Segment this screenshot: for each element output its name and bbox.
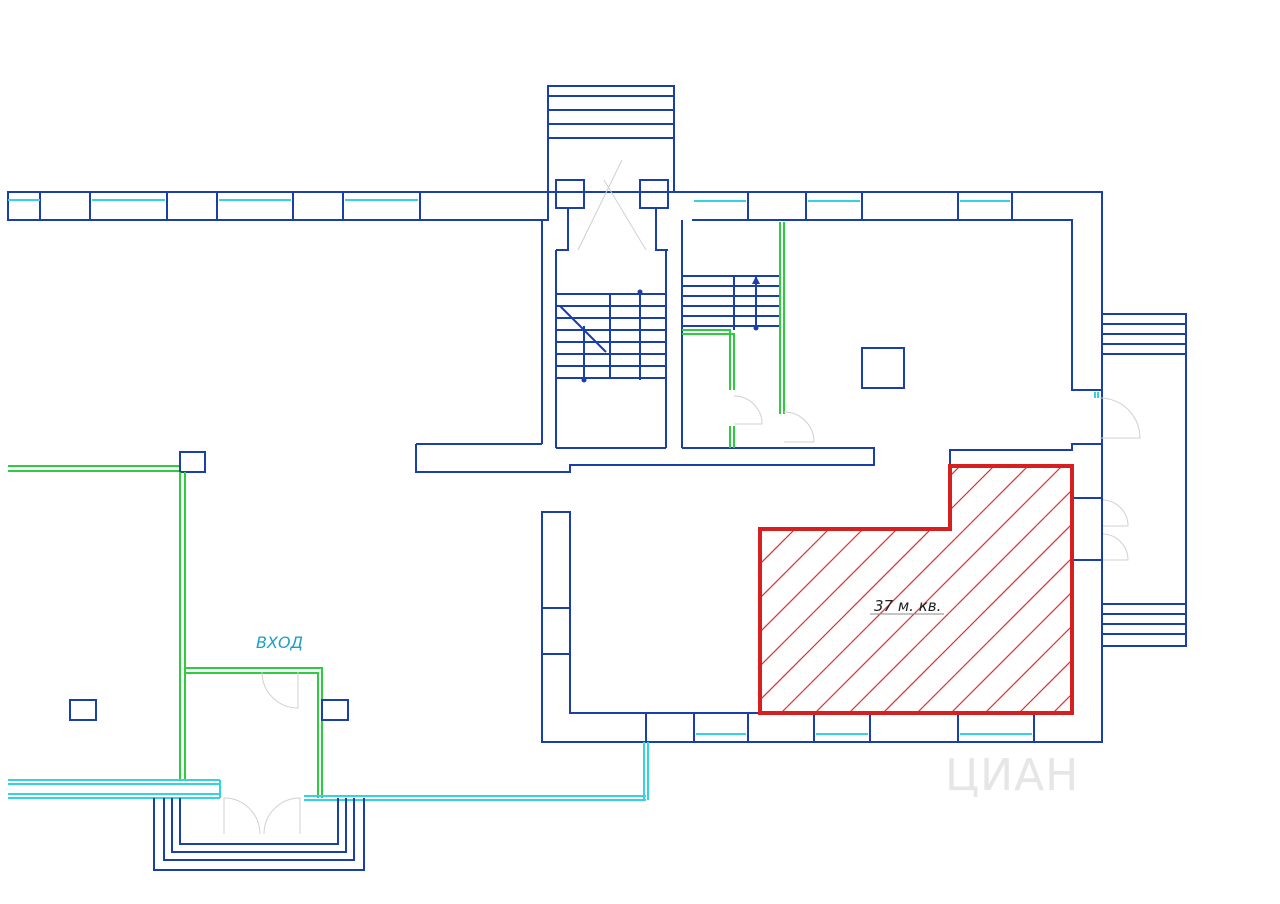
hatch-line xyxy=(815,466,1072,713)
area-label: 37 м. кв. xyxy=(874,597,941,615)
hatch-line xyxy=(760,466,993,713)
area-hatching xyxy=(760,466,1072,713)
entry-label: ВХОД xyxy=(256,633,303,652)
hatch-line xyxy=(781,466,1072,713)
corridor-beam xyxy=(415,443,875,473)
hatch-line xyxy=(760,466,925,713)
area-outline xyxy=(758,464,1074,715)
highlighted-room-walls xyxy=(541,443,1103,743)
hatch-line xyxy=(760,466,959,713)
watermark: ЦИАН xyxy=(945,750,1079,801)
hatch-line xyxy=(760,466,1072,713)
left-area xyxy=(8,451,649,871)
hatch-line xyxy=(1019,466,1072,713)
hatch-line xyxy=(760,466,1027,713)
highlighted-area[interactable]: 37 м. кв. xyxy=(510,400,1280,780)
hatch-line xyxy=(760,466,1072,713)
hatch-line xyxy=(760,466,1061,713)
top-left-wall xyxy=(7,191,549,221)
hatch-line xyxy=(760,466,891,713)
right-exterior-stairs xyxy=(1094,313,1187,647)
stair-tower xyxy=(541,85,683,449)
hatch-line xyxy=(849,466,1072,713)
right-wing-wall xyxy=(674,191,1103,448)
hatch-line xyxy=(985,466,1072,713)
hatch-line xyxy=(951,466,1072,713)
